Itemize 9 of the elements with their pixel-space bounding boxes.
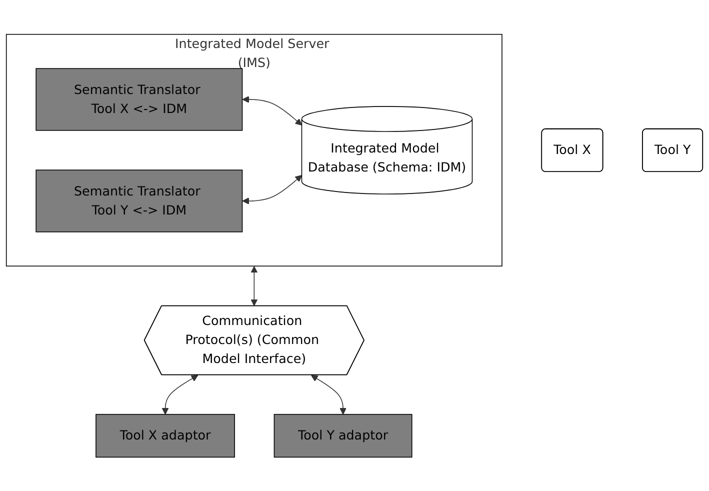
- node-box: Semantic Translator Tool Y <-> IDM: [36, 169, 243, 232]
- arrow: [242, 174, 302, 204]
- node-box: Tool X adaptor: [96, 414, 235, 458]
- node-box: Semantic Translator Tool X <-> IDM: [36, 68, 243, 131]
- arrow: [162, 374, 198, 414]
- arrow: [250, 266, 258, 306]
- arrow: [242, 96, 302, 126]
- node-box: Tool Y adaptor: [274, 414, 412, 458]
- arrow: [310, 374, 347, 414]
